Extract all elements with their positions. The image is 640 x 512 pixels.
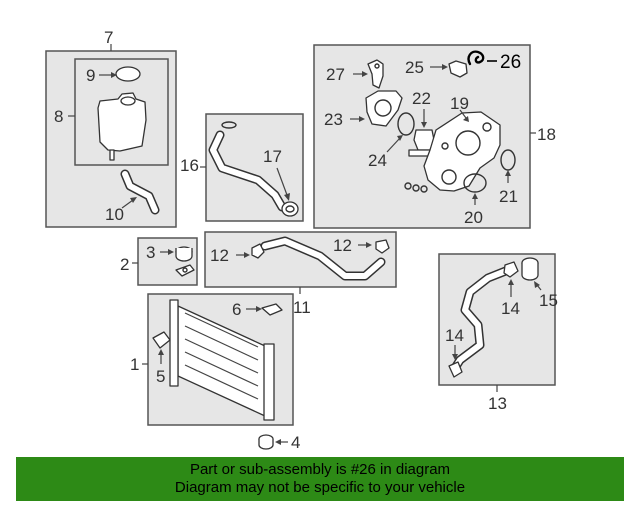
label-16: 16 (180, 156, 199, 175)
reservoir-tank (97, 92, 147, 152)
label-2: 2 (120, 255, 129, 274)
drain-plug-group: 4 (258, 433, 300, 452)
label-1: 1 (130, 355, 139, 374)
label-26: 26 (500, 52, 521, 73)
label-3: 3 (146, 243, 155, 262)
banner-line-1: Part or sub-assembly is #26 in diagram (189, 461, 451, 478)
label-7: 7 (104, 28, 113, 47)
cap-6 (261, 303, 283, 316)
label-8: 8 (54, 107, 63, 126)
bracket-2 (175, 264, 195, 277)
label-14-top: 14 (501, 299, 520, 318)
label-5: 5 (156, 367, 165, 386)
label-20: 20 (464, 208, 483, 227)
label-10: 10 (105, 205, 124, 224)
radiator-group: 6 5 1 (130, 293, 294, 426)
label-11: 11 (293, 298, 311, 317)
oring-20 (463, 173, 487, 193)
clamp-14-bottom (448, 361, 463, 378)
hose-clamp-17 (281, 201, 299, 217)
info-banner: Part or sub-assembly is #26 in diagram D… (16, 457, 624, 501)
label-15: 15 (539, 291, 558, 310)
clamp-12-left (251, 243, 265, 259)
clamp-14-top (503, 261, 519, 278)
hose-13-group: 14 15 14 13 (438, 253, 558, 413)
hose-16-group: 17 16 (180, 113, 304, 222)
oring-24 (397, 112, 415, 136)
hose-11-group: 12 12 11 (204, 231, 397, 317)
label-21: 21 (499, 187, 518, 206)
label-23: 23 (324, 110, 343, 129)
reservoir-group: 7 8 9 10 (45, 28, 177, 228)
label-9: 9 (86, 66, 95, 85)
heater-hose (210, 132, 285, 210)
housing-group: 27 25 26 23 22 19 18 24 21 20 (313, 44, 556, 229)
label-25: 25 (405, 58, 424, 77)
label-24: 24 (368, 151, 387, 170)
bypass-hose (452, 267, 511, 371)
reservoir-cap (115, 66, 141, 82)
outlet-23 (365, 90, 403, 127)
label-17: 17 (263, 147, 282, 166)
label-18: 18 (537, 125, 556, 144)
label-13: 13 (488, 394, 507, 413)
radiator-tank-right (263, 343, 275, 421)
overflow-hose (122, 171, 158, 213)
label-22: 22 (412, 89, 431, 108)
label-27: 27 (326, 65, 345, 84)
label-14-bottom: 14 (445, 326, 464, 345)
radiator-hose (262, 238, 384, 279)
label-19: 19 (450, 94, 469, 113)
banner-line-2: Diagram may not be specific to your vehi… (174, 479, 466, 496)
label-12-left: 12 (210, 246, 229, 265)
label-6: 6 (232, 300, 241, 319)
label-12-right: 12 (333, 236, 352, 255)
cap-group: 3 2 (120, 237, 198, 286)
label-4: 4 (291, 433, 300, 452)
radiator-tank-left (169, 299, 179, 387)
housing-19 (423, 111, 501, 192)
clamp-small (221, 121, 237, 129)
clip-26-highlighted (467, 50, 485, 66)
temp-sensor-25 (448, 60, 468, 78)
clamp-12-right (375, 239, 390, 254)
box-2 (137, 237, 198, 286)
bracket-5 (152, 331, 171, 349)
